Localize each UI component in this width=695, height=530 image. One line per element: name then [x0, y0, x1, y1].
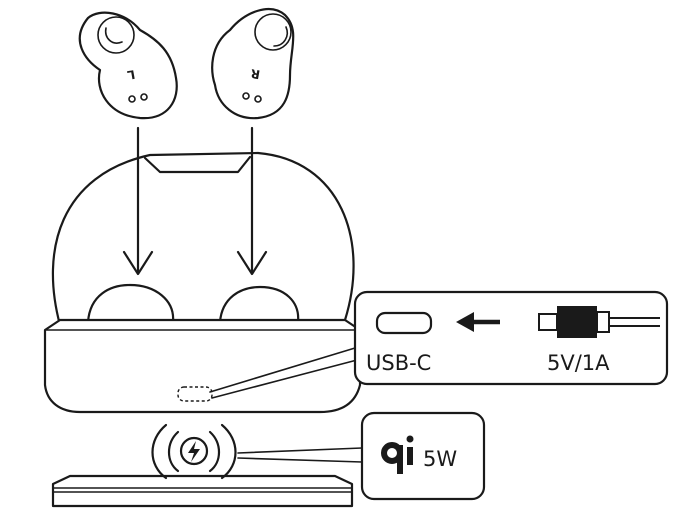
case-lid — [51, 151, 355, 327]
qi-callout: 5W — [237, 411, 486, 501]
qi-logo-icon — [381, 435, 414, 474]
power-rating-label: 5V/1A — [547, 351, 610, 375]
usb-callout: USB-C 5V/1A — [209, 290, 669, 399]
usb-cable-plug-icon — [538, 306, 660, 338]
left-earbud-seat — [86, 283, 175, 324]
left-insert-arrow — [122, 126, 154, 276]
charging-case-base — [43, 318, 362, 414]
wireless-charging-pad — [51, 474, 354, 508]
left-earbud: L — [78, 11, 178, 120]
right-earbud-seat — [218, 285, 300, 324]
right-earbud-label: R — [250, 66, 262, 81]
usb-c-label: USB-C — [366, 351, 431, 375]
right-insert-arrow — [236, 126, 268, 276]
left-earbud-label: L — [126, 67, 136, 82]
right-earbud: R — [211, 8, 295, 120]
led-indicator — [177, 386, 213, 402]
insert-left-arrow-icon — [456, 312, 500, 332]
usb-c-port-icon — [375, 311, 433, 335]
wireless-charging-icon — [151, 423, 237, 480]
lightning-bolt-icon — [188, 441, 200, 462]
wattage-label: 5W — [423, 447, 457, 471]
